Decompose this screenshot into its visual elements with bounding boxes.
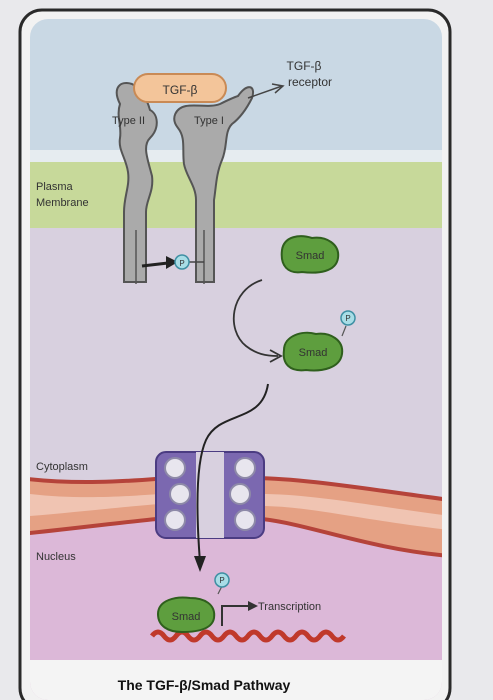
nuclear-smad: [156, 596, 216, 634]
ligand-label: TGF-β: [163, 83, 198, 97]
phosphate-nucleus-label: P: [219, 576, 224, 585]
cytoplasm-label: Cytoplasm: [36, 461, 88, 473]
phosphorylated-smad-label: Smad: [299, 347, 328, 359]
receptor-label: TGF-β: [287, 59, 322, 73]
tgf-beta-ligand: [133, 73, 227, 103]
phosphate-receptor-label: P: [179, 259, 184, 268]
translocation-arrow: [196, 383, 269, 563]
receptor-pointer: [247, 85, 283, 99]
type-i-receptor: [173, 86, 254, 283]
nuclear-smad-label: Smad: [172, 611, 201, 623]
smad-protein: [280, 235, 340, 274]
phosphate-smad-label: P: [345, 314, 350, 323]
phosphorylated-smad: [282, 331, 344, 372]
membrane-label-line2: Membrane: [36, 197, 89, 209]
phosphate-nucleus: [214, 572, 230, 588]
phosphate-receptor: [174, 254, 190, 270]
activation-arrow: [232, 279, 279, 357]
type-ii-label: Type II: [112, 115, 145, 127]
caption: The TGF-β/Smad Pathway: [118, 677, 291, 693]
plasma-membrane: [30, 162, 442, 228]
caption-band: [30, 660, 442, 700]
phosphate-smad: [340, 310, 356, 326]
extracellular-region: [30, 19, 442, 161]
receptor-label-line2: receptor: [288, 75, 332, 89]
nuclear-pore-complex: [155, 451, 265, 539]
transcription-arrow: [221, 605, 250, 626]
membrane-label: Plasma: [36, 181, 74, 193]
phosphorylation-arrow: [141, 261, 169, 268]
smad-label: Smad: [296, 250, 325, 262]
type-i-label: Type I: [194, 115, 224, 127]
nucleus-label: Nucleus: [36, 551, 76, 563]
transcription-label: Transcription: [258, 601, 321, 613]
